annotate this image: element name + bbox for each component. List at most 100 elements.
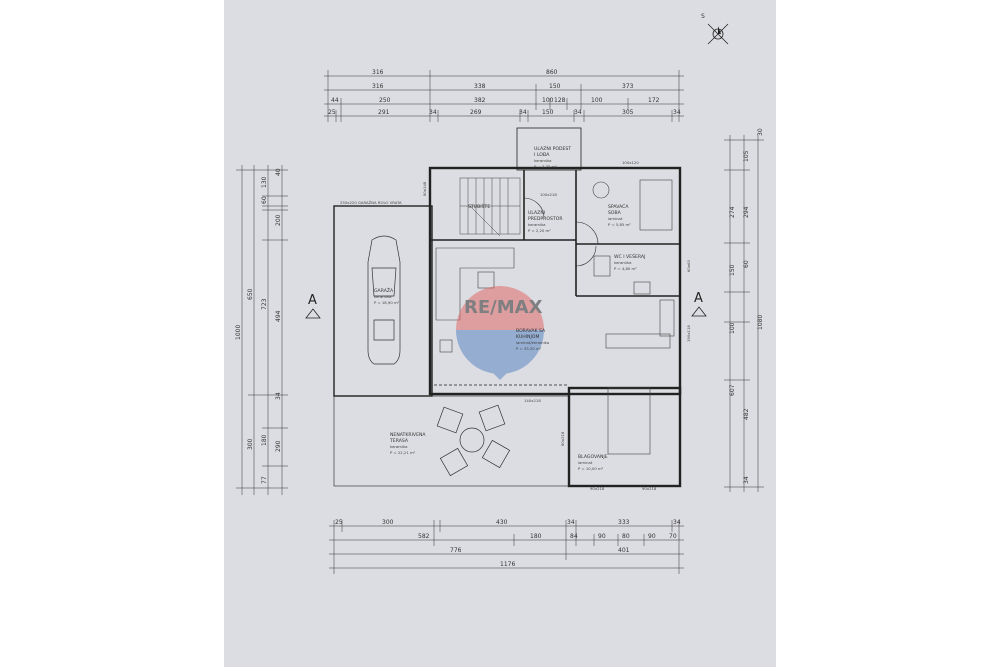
svg-text:GARAŽA: GARAŽA <box>374 286 394 294</box>
dim-label: 44 <box>331 97 339 104</box>
dim-label: 338 <box>474 83 486 90</box>
north-label: S <box>701 13 705 20</box>
svg-text:P = 10,00 m²: P = 10,00 m² <box>578 466 604 471</box>
dim-label: 100 <box>729 322 736 334</box>
svg-text:RE/MAX: RE/MAX <box>464 297 543 318</box>
dim-label: 34 <box>567 519 575 526</box>
dim-label: 269 <box>470 109 482 116</box>
dim-label: 250 <box>379 97 391 104</box>
svg-text:laminat: laminat <box>608 216 623 221</box>
walls <box>333 127 682 488</box>
room-wc: WC I VEŠERAJ keramika P = 4,80 m² <box>614 253 645 271</box>
svg-text:keramika: keramika <box>528 222 546 227</box>
car-icon <box>367 235 401 365</box>
dim-label: 294 <box>743 206 750 218</box>
svg-text:WC I VEŠERAJ: WC I VEŠERAJ <box>614 253 645 260</box>
dim-label: 723 <box>261 298 268 310</box>
dim-label: 77 <box>261 476 268 484</box>
room-hall: ULAZNI PREDPROSTOR keramika P = 2,20 m² <box>528 210 563 233</box>
right-dim-labels: 1080 105 274 150 100 607 30 294 60 482 3… <box>729 128 764 484</box>
dim-label: 70 <box>669 533 677 540</box>
svg-text:keramika: keramika <box>614 260 632 265</box>
dim-label: 316 <box>372 69 384 76</box>
room-terrace: NENATKRIVENA TERASA keramika P = 22,21 m… <box>389 432 426 455</box>
svg-text:P = 2,20 m²: P = 2,20 m² <box>528 228 551 233</box>
dim-label: 80 <box>622 533 630 540</box>
svg-text:A: A <box>694 291 703 306</box>
opening-garage-door: 250x220 GARAŽNA ROLO VRATA <box>340 200 402 205</box>
dim-label: 300 <box>247 438 254 450</box>
opening-terrace-door: 140x218 <box>524 398 541 403</box>
dim-label: 34 <box>673 519 681 526</box>
room-living: BORAVAK SA KUHINJOM laminat/keramika P =… <box>516 328 549 351</box>
svg-text:PREDPROSTOR: PREDPROSTOR <box>528 216 563 222</box>
svg-text:A: A <box>308 293 317 308</box>
svg-text:P = 33,30 m²: P = 33,30 m² <box>516 346 542 351</box>
opening-living-window: 190x118 <box>686 325 691 342</box>
dim-label: 180 <box>261 434 268 446</box>
svg-text:KUHINJOM: KUHINJOM <box>516 334 539 340</box>
svg-text:keramika: keramika <box>374 294 392 299</box>
dim-label: 482 <box>743 408 750 420</box>
opening-wc-window: 60x60 <box>686 260 691 272</box>
svg-text:I LOĐA: I LOĐA <box>534 152 550 158</box>
dim-label: 305 <box>622 109 634 116</box>
svg-text:SOBA: SOBA <box>608 210 622 216</box>
svg-text:P = 22,21 m²: P = 22,21 m² <box>390 450 416 455</box>
dim-label: 150 <box>549 83 561 90</box>
dim-label: 60 <box>261 196 268 204</box>
svg-text:P = 18,90 m²: P = 18,90 m² <box>374 300 400 305</box>
svg-text:laminat/keramika: laminat/keramika <box>516 340 549 345</box>
room-entrance: ULAZNI PODEST I LOĐA keramika P = 3,75 m… <box>534 146 571 169</box>
dim-label: 1176 <box>500 561 515 568</box>
dim-label: 100 <box>591 97 603 104</box>
dim-label: 34 <box>519 109 527 116</box>
dim-label: 150 <box>542 109 554 116</box>
dim-label: 30 <box>757 128 764 136</box>
dim-label: 60 <box>743 260 750 268</box>
dim-label: 860 <box>546 69 558 76</box>
dim-label: 1000 <box>235 325 242 340</box>
room-bedroom: SPAVAĆA SOBA laminat P = 5,85 m² <box>608 203 631 227</box>
remax-watermark: RE/MAX <box>456 286 544 380</box>
dim-label: 90 <box>598 533 606 540</box>
svg-text:SPAVAĆA: SPAVAĆA <box>608 203 629 210</box>
dim-label: 130 <box>261 176 268 188</box>
svg-text:ULAZNI PODEST: ULAZNI PODEST <box>534 146 571 152</box>
dim-label: 105 <box>743 150 750 162</box>
dim-label: 172 <box>648 97 660 104</box>
dim-label: 607 <box>729 384 736 396</box>
dim-label: 1080 <box>757 315 764 330</box>
dim-label: 25 <box>335 519 343 526</box>
dim-label: 150 <box>729 264 736 276</box>
opening-dining-window: 90x218 <box>642 486 657 491</box>
svg-text:keramika: keramika <box>390 444 408 449</box>
stairs-icon <box>459 177 521 237</box>
room-garage: GARAŽA keramika P = 18,90 m² <box>374 286 400 305</box>
svg-text:P = 5,85 m²: P = 5,85 m² <box>608 222 631 227</box>
dim-label: 84 <box>570 533 578 540</box>
opening-stairs-door: 80x148 <box>422 181 427 196</box>
svg-text:NENATKRIVENA: NENATKRIVENA <box>390 432 426 438</box>
dim-label: 274 <box>729 206 736 218</box>
dim-label: 34 <box>574 109 582 116</box>
dim-label: 40 <box>275 168 282 176</box>
room-dining: BLAGOVANJE laminat P = 10,00 m² <box>578 454 608 471</box>
svg-text:BORAVAK SA: BORAVAK SA <box>516 328 546 334</box>
dim-label: 200 <box>275 214 282 226</box>
dim-label: 90 <box>648 533 656 540</box>
dim-label: 25 <box>328 109 336 116</box>
north-arrow-icon: S <box>701 13 729 45</box>
dim-label: 34 <box>429 109 437 116</box>
top-dimensions <box>324 70 684 122</box>
drawing-sheet: S 316 860 316 338 150 373 44 250 <box>224 0 776 667</box>
dim-label: 373 <box>622 83 634 90</box>
svg-text:P = 3,75 m²: P = 3,75 m² <box>534 164 557 169</box>
dim-label: 100 <box>542 97 554 104</box>
dim-label: 382 <box>474 97 486 104</box>
dim-label: 430 <box>496 519 508 526</box>
dim-label: 401 <box>618 547 630 554</box>
floor-plan: S 316 860 316 338 150 373 44 250 <box>235 13 764 574</box>
dim-label: 582 <box>418 533 430 540</box>
dim-label: 290 <box>275 440 282 452</box>
